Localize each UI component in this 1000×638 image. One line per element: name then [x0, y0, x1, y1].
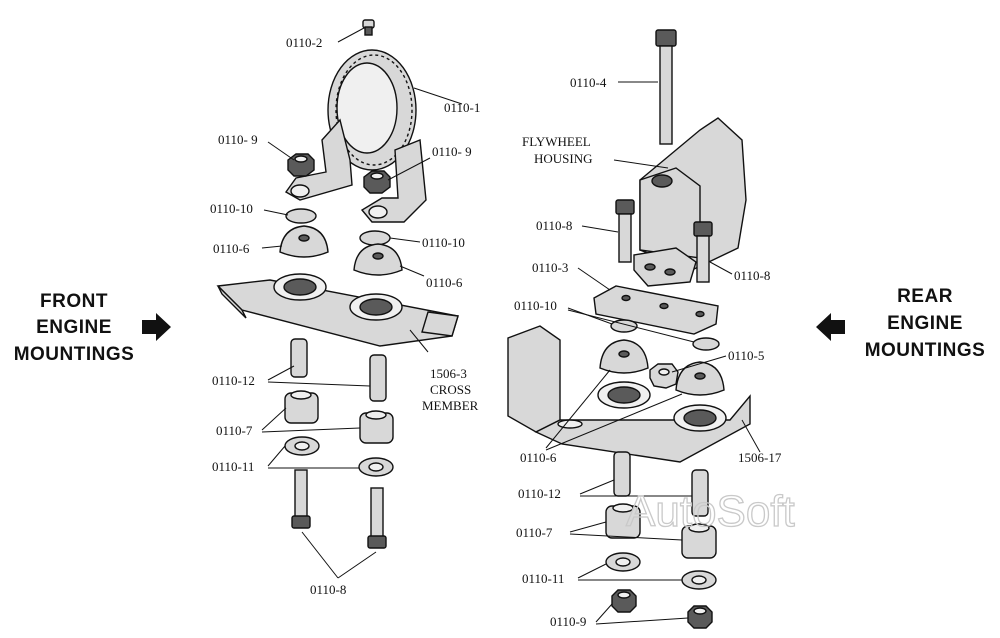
- callout-0110-7: 0110-7: [216, 423, 253, 438]
- flywheel-housing: [633, 117, 747, 287]
- front-callouts: 0110-2 0110-1 0110- 9 0110- 9 0110-10 01…: [210, 35, 480, 597]
- bushing-0110-7-left: [284, 390, 319, 424]
- callout-0110-11: 0110-11: [522, 571, 564, 586]
- callout-0110-9: 0110-9: [550, 614, 586, 629]
- front-assembly: [216, 19, 459, 549]
- rear-label-line1: REAR: [897, 286, 953, 307]
- callout-1506-17: 1506-17: [738, 450, 782, 465]
- long-bolt-0110-4: [655, 29, 677, 145]
- washer-0110-11-right: [681, 570, 717, 590]
- nut-0110-9-right: [687, 605, 713, 629]
- sleeve-0110-12-left: [290, 338, 308, 378]
- sleeve-0110-12-right: [691, 469, 709, 517]
- callout-flywheel-line2: HOUSING: [534, 151, 593, 166]
- bracket-1506-17: [507, 325, 751, 463]
- rear-engine-mountings-label: REAR ENGINE MOUNTINGS: [865, 286, 986, 361]
- rear-leader-lines: [545, 81, 761, 625]
- callout-0110-8-left: 0110-8: [536, 218, 572, 233]
- callout-0110-10-left: 0110-10: [210, 201, 253, 216]
- arrow-left-icon: [816, 313, 845, 341]
- bushing-0110-7-right: [681, 523, 717, 559]
- callout-0110-12: 0110-12: [518, 486, 561, 501]
- rear-label-line2: ENGINE: [887, 313, 963, 334]
- callout-0110-10-right: 0110-10: [422, 235, 465, 250]
- callout-0110-4: 0110-4: [570, 75, 607, 90]
- washer-0110-11-left: [284, 436, 320, 456]
- front-engine-mountings-label: FRONT ENGINE MOUNTINGS: [14, 291, 135, 365]
- washer-0110-11-left: [605, 552, 641, 572]
- bolt-0110-8-right: [693, 221, 713, 283]
- callout-0110-6: 0110-6: [520, 450, 557, 465]
- rubber-dome-0110-6-left: [279, 225, 329, 258]
- front-leader-lines: [261, 27, 463, 579]
- callout-1506-3-line3: MEMBER: [422, 398, 479, 413]
- callout-0110-9-right: 0110- 9: [432, 144, 472, 159]
- callout-0110-11: 0110-11: [212, 459, 254, 474]
- rear-callouts: 0110-4 FLYWHEEL HOUSING 0110-8 0110-8 01…: [514, 75, 782, 629]
- callout-1506-3-line1: 1506-3: [430, 366, 467, 381]
- callout-0110-5: 0110-5: [728, 348, 764, 363]
- front-label-line1: FRONT: [40, 291, 108, 312]
- callout-0110-3: 0110-3: [532, 260, 568, 275]
- rubber-dome-0110-6-left: [599, 339, 649, 374]
- washer-0110-11-right: [358, 457, 394, 477]
- front-label-line3: MOUNTINGS: [14, 344, 135, 365]
- nut-0110-9-left: [611, 589, 637, 613]
- rear-assembly: [507, 29, 751, 629]
- callout-0110-9-left: 0110- 9: [218, 132, 258, 147]
- callout-0110-1: 0110-1: [444, 100, 480, 115]
- washer-0110-10-left: [285, 208, 317, 224]
- rubber-dome-0110-6-right: [353, 243, 403, 276]
- callout-0110-12: 0110-12: [212, 373, 255, 388]
- callout-1506-3-line2: CROSS: [430, 382, 471, 397]
- callout-0110-7: 0110-7: [516, 525, 553, 540]
- watermark: AutoSoft: [626, 487, 795, 536]
- nut-0110-9-right: [363, 170, 391, 194]
- callout-0110-8: 0110-8: [310, 582, 346, 597]
- bearing-ring-0110-1: [327, 49, 417, 171]
- rear-label-line3: MOUNTINGS: [865, 340, 986, 361]
- nut-0110-9-left: [287, 153, 315, 177]
- bolt-0110-8-left: [291, 469, 311, 529]
- nut-0110-5: [649, 363, 679, 389]
- callout-0110-10: 0110-10: [514, 298, 557, 313]
- callout-0110-6-right: 0110-6: [426, 275, 463, 290]
- callout-0110-2: 0110-2: [286, 35, 322, 50]
- front-mount-bracket: [284, 118, 427, 223]
- plate-0110-3: [593, 285, 719, 335]
- sleeve-0110-12-right: [369, 354, 387, 402]
- arrow-right-icon: [142, 313, 171, 341]
- callout-0110-8-right: 0110-8: [734, 268, 770, 283]
- bushing-0110-7-left: [605, 503, 641, 539]
- callout-flywheel-line1: FLYWHEEL: [522, 134, 591, 149]
- bolt-0110-8-right: [367, 487, 387, 549]
- washer-0110-10-right: [359, 230, 391, 246]
- grease-fitting-0110-2: [362, 19, 375, 36]
- washer-0110-10-right: [692, 337, 720, 351]
- cross-member-1506-3: [216, 273, 459, 347]
- rubber-dome-0110-6-right: [675, 361, 725, 396]
- bushing-0110-7-right: [359, 410, 394, 444]
- front-label-line2: ENGINE: [36, 317, 112, 338]
- bolt-0110-8-left: [615, 199, 635, 263]
- callout-0110-6-left: 0110-6: [213, 241, 250, 256]
